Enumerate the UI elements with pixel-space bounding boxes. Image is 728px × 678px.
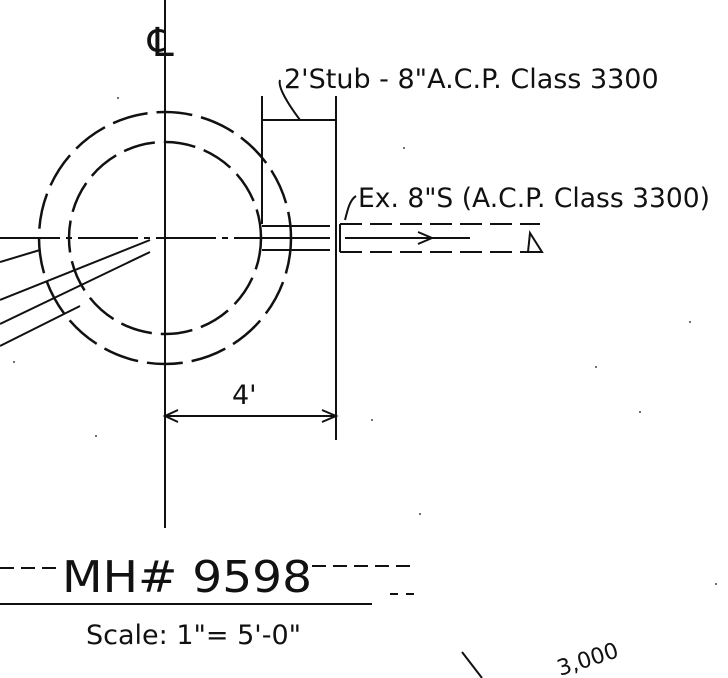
stub-note: 2'Stub - 8"A.C.P. Class 3300: [284, 64, 659, 95]
scan-noise: [13, 97, 717, 585]
existing-pipe: [339, 223, 544, 253]
dimension-label: 4': [232, 380, 257, 411]
centerline-symbol: ℄: [147, 20, 174, 66]
stub-pipe: [262, 225, 330, 251]
title-lines: [0, 565, 420, 605]
existing-note: Ex. 8"S (A.C.P. Class 3300): [358, 183, 710, 214]
existing-note-leader: [344, 195, 357, 221]
four-foot-dimension: [162, 409, 339, 423]
manhole-inner-circle: [67, 140, 263, 336]
stub-dimension: [261, 79, 337, 440]
diagonal-pipe: [0, 239, 151, 347]
corner-leader: [461, 651, 483, 678]
drawing-title: MH# 9598: [62, 552, 312, 603]
corner-partial-label: 3,000: [554, 638, 622, 678]
scale-note: Scale: 1"= 5'-0": [86, 620, 301, 651]
